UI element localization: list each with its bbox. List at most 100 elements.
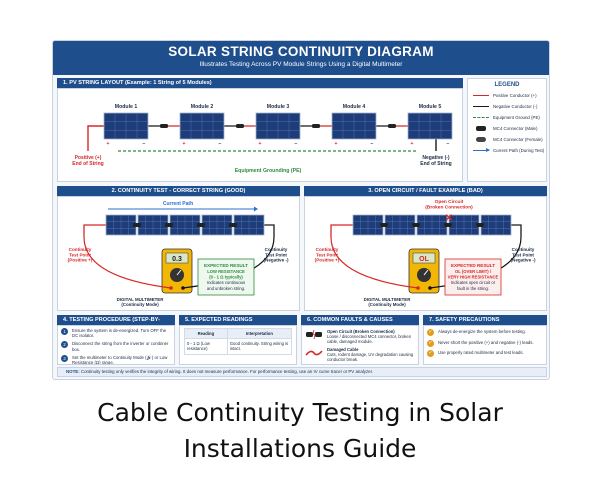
terminal-minus-label: − xyxy=(371,141,374,147)
module-label: Module 1 xyxy=(115,104,138,110)
left-probe-label: (Positive +) xyxy=(315,258,340,263)
positive-end-label: End of String xyxy=(72,161,103,167)
result-line: fault in the string. xyxy=(457,286,489,291)
module-label: Module 3 xyxy=(267,104,290,110)
section3-title: 3. OPEN CIRCUIT / FAULT EXAMPLE (BAD) xyxy=(304,186,547,196)
module-label: Module 2 xyxy=(191,104,214,110)
right-probe-label: Continuity xyxy=(265,247,288,252)
left-probe-label: Test Point xyxy=(316,252,338,257)
right-probe-label: (Negative -) xyxy=(263,258,288,263)
result-box xyxy=(197,258,255,296)
section6-title: 6. COMMON FAULTS & CAUSES xyxy=(301,315,419,325)
result-line: Indicates open circuit or xyxy=(451,280,496,285)
diagram-poster: SOLAR STRING CONTINUITY DIAGRAM Illustra… xyxy=(52,40,550,380)
right-probe-label: (Negative -) xyxy=(510,258,535,263)
positive-cable xyxy=(330,224,353,237)
positive-cable xyxy=(87,125,104,151)
multimeter-dial-pointer xyxy=(176,269,182,276)
open-circuit-x-icon: ✕ xyxy=(445,213,453,224)
check-icon: ✓ xyxy=(427,329,434,336)
result-line: (0 - 1 Ω typically) xyxy=(209,275,243,280)
multimeter-reading: OL xyxy=(419,256,429,263)
mc4-connector xyxy=(388,124,396,128)
terminal-minus-label: − xyxy=(447,141,450,147)
section2-title: 2. CONTINUITY TEST - CORRECT STRING (GOO… xyxy=(57,186,300,196)
section1-panel: Module 1 + − Module 2 + − Module 3 + − Module 4 + −… xyxy=(57,88,463,182)
safety-item: ✓Use properly rated multimeter and test … xyxy=(427,350,524,357)
multimeter-label: (Continuity Mode) xyxy=(368,302,406,307)
red-probe-lead xyxy=(83,236,172,289)
terminal-minus-label: − xyxy=(295,141,298,147)
fault-item: Open Circuit (Broken Connection)Loose / … xyxy=(305,329,415,344)
check-icon: ✓ xyxy=(427,350,434,357)
mc4-connector xyxy=(236,124,244,128)
caption-line-2: Installations Guide xyxy=(183,434,417,463)
positive-line-icon xyxy=(473,95,489,97)
multimeter-display xyxy=(412,252,436,264)
right-probe-label: Test Point xyxy=(265,252,287,257)
negative-line-icon xyxy=(473,106,489,108)
current-arrow-icon xyxy=(473,148,490,152)
positive-cable xyxy=(83,224,106,237)
mc4-connector xyxy=(412,223,420,227)
mc4-connector xyxy=(380,223,388,227)
grounding-label: Equipment Grounding (PE) xyxy=(235,168,302,174)
left-probe-label: Continuity xyxy=(316,247,339,252)
legend-label: Positive Conductor (+) xyxy=(493,93,537,98)
result-title: EXPECTED RESULT xyxy=(204,263,248,268)
terminal-plus-label: + xyxy=(183,141,186,147)
terminal-minus-label: − xyxy=(143,141,146,147)
mc4-connector xyxy=(197,223,205,227)
left-probe-label: (Positive +) xyxy=(68,258,93,263)
note-bar: NOTE: Continuity testing only verifies t… xyxy=(57,367,547,377)
mc4-connector xyxy=(444,223,452,227)
legend-item-current: Current Path (During Test) xyxy=(468,145,546,156)
ground-dash-icon xyxy=(473,117,489,118)
check-icon: ✓ xyxy=(427,339,434,347)
connector-male-icon xyxy=(476,126,486,131)
broken-connector-icon xyxy=(305,329,323,340)
open-circuit-label: Open Circuit xyxy=(435,199,464,205)
legend-label: Current Path (During Test) xyxy=(493,148,545,153)
legend: LEGEND Positive Conductor (+) Negative C… xyxy=(467,78,547,182)
legend-item-mc4-male: MC4 Connector (Male) xyxy=(468,123,546,134)
terminal-plus-label: + xyxy=(411,141,414,147)
module-label: Module 5 xyxy=(419,104,442,110)
safety-item: ✓Always de-energize the system before te… xyxy=(427,329,526,336)
mc4-connector xyxy=(165,223,173,227)
red-probe-lead xyxy=(330,236,419,289)
result-title: EXPECTED RESULT xyxy=(451,263,495,268)
multimeter-label: DIGITAL MULTIMETER xyxy=(117,297,165,302)
faults-panel: Open Circuit (Broken Connection)Loose / … xyxy=(301,325,419,365)
terminal-plus-label: + xyxy=(259,141,262,147)
right-probe-label: Continuity xyxy=(512,247,535,252)
section5-title: 5. EXPECTED READINGS xyxy=(179,315,297,325)
note-text: Continuity testing only verifies the int… xyxy=(80,369,374,374)
terminal-minus-label: − xyxy=(219,141,222,147)
negative-cable xyxy=(511,224,522,237)
section7-title: 7. SAFETY PRECAUTIONS xyxy=(423,315,547,325)
mc4-connector xyxy=(476,223,484,227)
result-line: Indicates continuous xyxy=(207,280,245,285)
terminal-plus-label: + xyxy=(107,141,110,147)
legend-title: LEGEND xyxy=(494,82,520,88)
result-line: OL (OVER LIMIT) / xyxy=(455,269,492,274)
readings-table: Reading Interpretation 0 - 1 Ω (Low resi… xyxy=(184,328,293,355)
note-label: NOTE: xyxy=(66,369,80,374)
damaged-cable-icon xyxy=(305,347,323,358)
multimeter-display xyxy=(165,252,189,264)
module-label: Module 4 xyxy=(343,104,366,110)
legend-label: MC4 Connector (Female) xyxy=(493,137,543,142)
table-row: 0 - 1 Ω (Low resistance) Good continuity… xyxy=(184,338,293,355)
mc4-connector xyxy=(312,124,320,128)
multimeter-label: (Continuity Mode) xyxy=(121,302,159,307)
poster-title: SOLAR STRING CONTINUITY DIAGRAM xyxy=(168,44,434,59)
poster-header: SOLAR STRING CONTINUITY DIAGRAM Illustra… xyxy=(53,41,549,75)
